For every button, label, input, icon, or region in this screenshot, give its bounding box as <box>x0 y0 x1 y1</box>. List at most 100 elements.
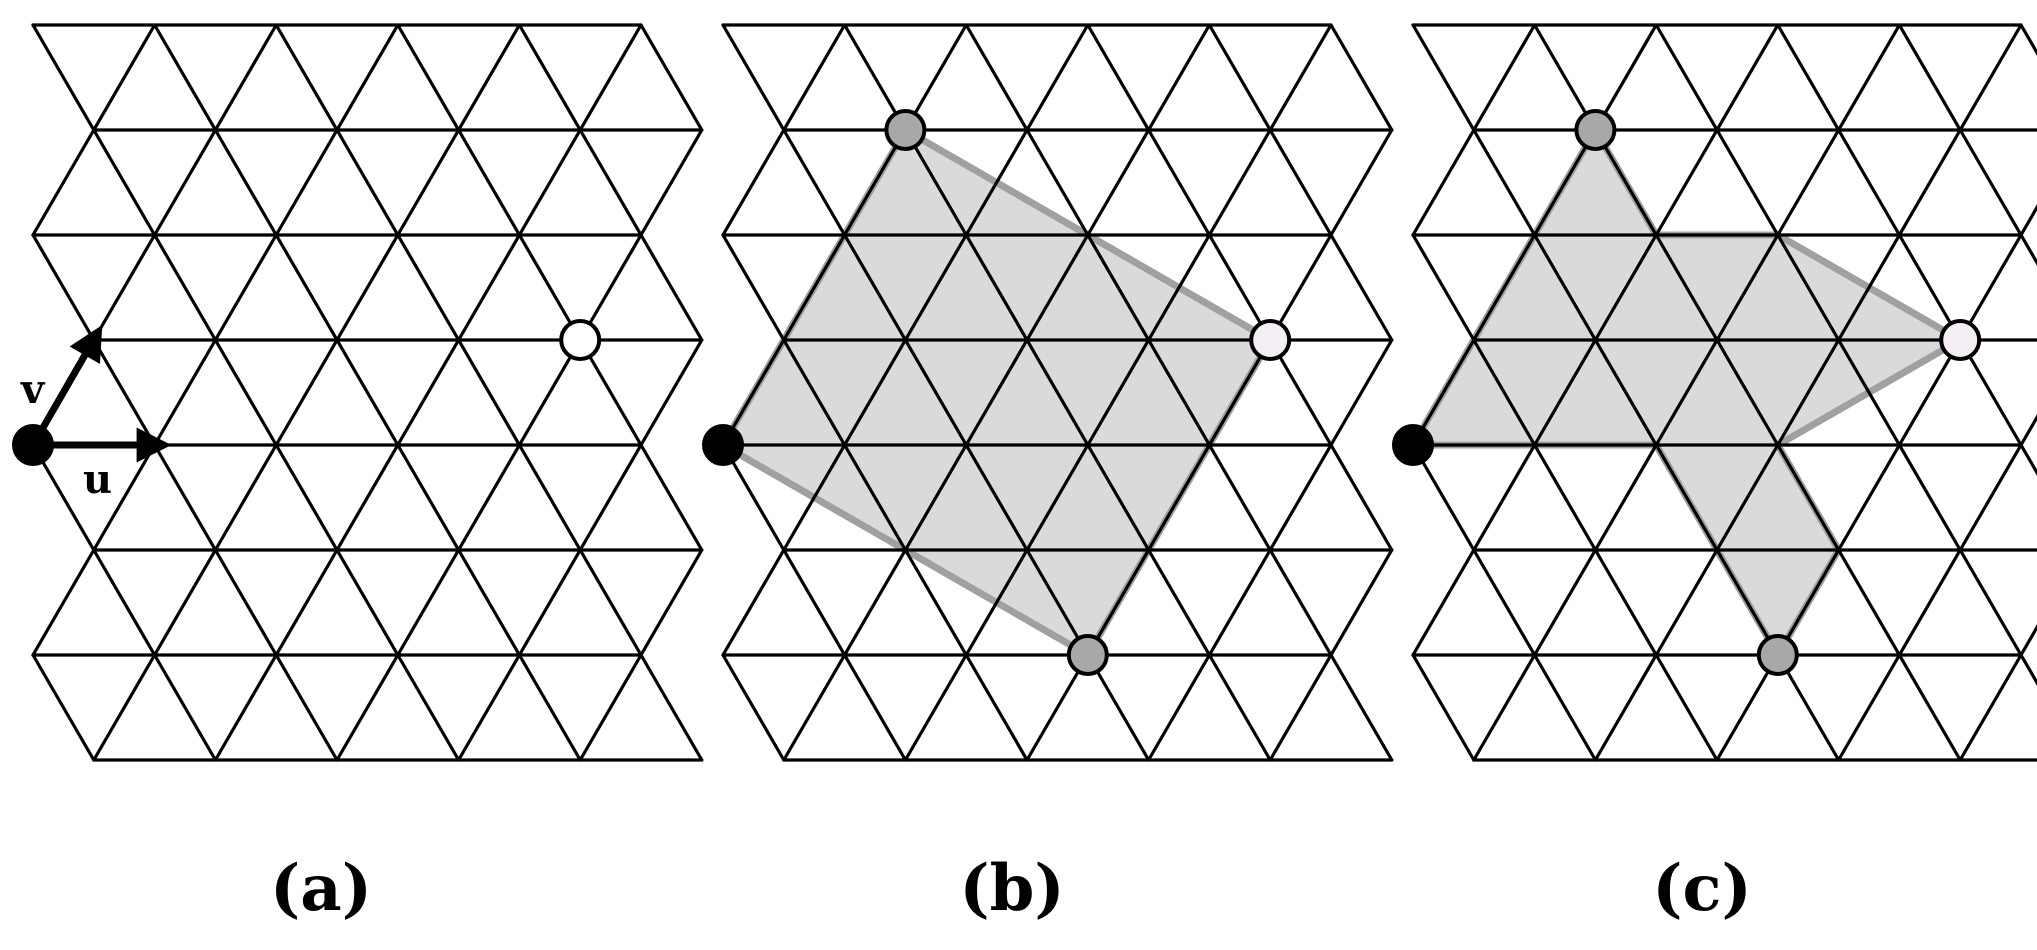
lattice-edge <box>578 443 643 552</box>
lattice-edge <box>1654 338 1719 447</box>
lattice-edge <box>92 443 157 552</box>
lattice-edge <box>639 653 704 762</box>
lattice-edge <box>1025 338 1090 447</box>
lattice-edge <box>782 23 847 132</box>
lattice-edge <box>457 548 522 657</box>
lattice-edge <box>1268 548 1333 657</box>
lattice-edge <box>1532 443 1598 552</box>
lattice-edge <box>782 128 847 237</box>
vector-u-label: u <box>83 456 112 503</box>
lattice-edge <box>274 233 339 342</box>
lattice-edge <box>1146 128 1212 237</box>
lattice-edge <box>335 338 400 447</box>
lattice-edge <box>1329 23 1394 132</box>
lattice-edge <box>2019 624 2037 657</box>
lattice-edge <box>721 128 786 237</box>
lattice-edge <box>903 338 968 447</box>
lattice-edge <box>274 23 339 132</box>
lattice-edge <box>639 443 704 552</box>
lattice-edge <box>964 23 1029 132</box>
lattice-edge <box>782 233 847 342</box>
lattice-grid <box>31 23 704 762</box>
lattice-edge <box>1836 233 1902 342</box>
lattice-edge <box>1086 128 1151 237</box>
lattice-edge <box>1776 233 1841 342</box>
lattice-edge <box>1268 653 1333 762</box>
lattice-edge <box>1958 443 2023 552</box>
lattice-edge <box>903 548 968 657</box>
lattice-edge <box>1329 338 1394 447</box>
lattice-edge <box>1532 233 1598 342</box>
lattice-edge <box>335 548 400 657</box>
lattice-edge <box>274 653 339 762</box>
lattice-edge <box>1146 443 1212 552</box>
lattice-edge <box>1897 128 1962 237</box>
lattice-edge <box>31 128 96 237</box>
corner-node-top <box>884 109 927 151</box>
lattice-edge <box>213 233 278 342</box>
lattice-edge <box>1329 548 1394 657</box>
lattice-edge <box>1776 128 1841 237</box>
lattice-edge <box>153 338 217 447</box>
lattice-edge <box>721 653 786 762</box>
lattice-edge <box>1472 548 1537 657</box>
lattice-edge <box>92 548 157 657</box>
lattice-edge <box>335 443 400 552</box>
lattice-edge <box>1329 128 1394 237</box>
lattice-edge <box>1593 443 1658 552</box>
lattice-edge <box>721 23 786 132</box>
lattice-edge <box>153 23 217 132</box>
vector-v-label: v <box>20 366 46 413</box>
lattice-edge <box>1472 443 1537 552</box>
lattice-edge <box>1958 128 2023 237</box>
lattice-edge <box>92 338 157 447</box>
lattice-edge <box>1715 128 1780 237</box>
lattice-edge <box>517 128 582 237</box>
lattice-edge <box>1472 233 1537 342</box>
lattice-edge <box>92 23 157 132</box>
lattice-edge <box>1654 128 1719 237</box>
lattice-edge <box>335 233 400 342</box>
lattice-edge <box>1836 23 1902 132</box>
lattice-edge <box>1329 653 1394 762</box>
lattice-edge <box>1472 338 1537 447</box>
panel-a-label: (a) <box>270 851 372 926</box>
lattice-edge <box>1958 23 2023 132</box>
lattice-edge <box>1207 548 1272 657</box>
lattice-edge <box>1025 233 1090 342</box>
lattice-edge <box>517 548 582 657</box>
lattice-edge <box>782 653 847 762</box>
lattice-edge <box>274 338 339 447</box>
lattice-edge <box>1593 338 1658 447</box>
lattice-edge <box>1207 653 1272 762</box>
origin-node <box>702 424 744 466</box>
lattice-edge <box>2019 233 2037 266</box>
lattice-edge <box>1268 443 1333 552</box>
corner-node-bottom <box>1756 634 1799 676</box>
lattice-edge <box>1654 653 1719 762</box>
lattice-edge <box>274 548 339 657</box>
lattice-edge <box>457 653 522 762</box>
lattice-edge <box>1207 128 1272 237</box>
lattice-edge <box>1411 653 1476 762</box>
lattice-edge <box>1472 128 1537 237</box>
lattice-edge <box>1836 653 1902 762</box>
lattice-edge <box>1329 233 1394 342</box>
lattice-edge <box>396 653 461 762</box>
lattice-edge <box>213 548 278 657</box>
lattice-edge <box>2019 204 2037 237</box>
lattice-grid <box>721 23 1394 762</box>
lattice-edge <box>639 233 704 342</box>
lattice-edge <box>2019 23 2037 56</box>
lattice-edge <box>1654 443 1719 552</box>
lattice-edge <box>842 653 908 762</box>
lattice-edge <box>1654 233 1719 342</box>
lattice-edge <box>457 338 522 447</box>
lattice-edge <box>517 443 582 552</box>
lattice-edge <box>1146 653 1212 762</box>
lattice-edge <box>1532 338 1598 447</box>
lattice-edge <box>1025 23 1090 132</box>
lattice-edge <box>639 128 704 237</box>
lattice-edge <box>903 233 968 342</box>
